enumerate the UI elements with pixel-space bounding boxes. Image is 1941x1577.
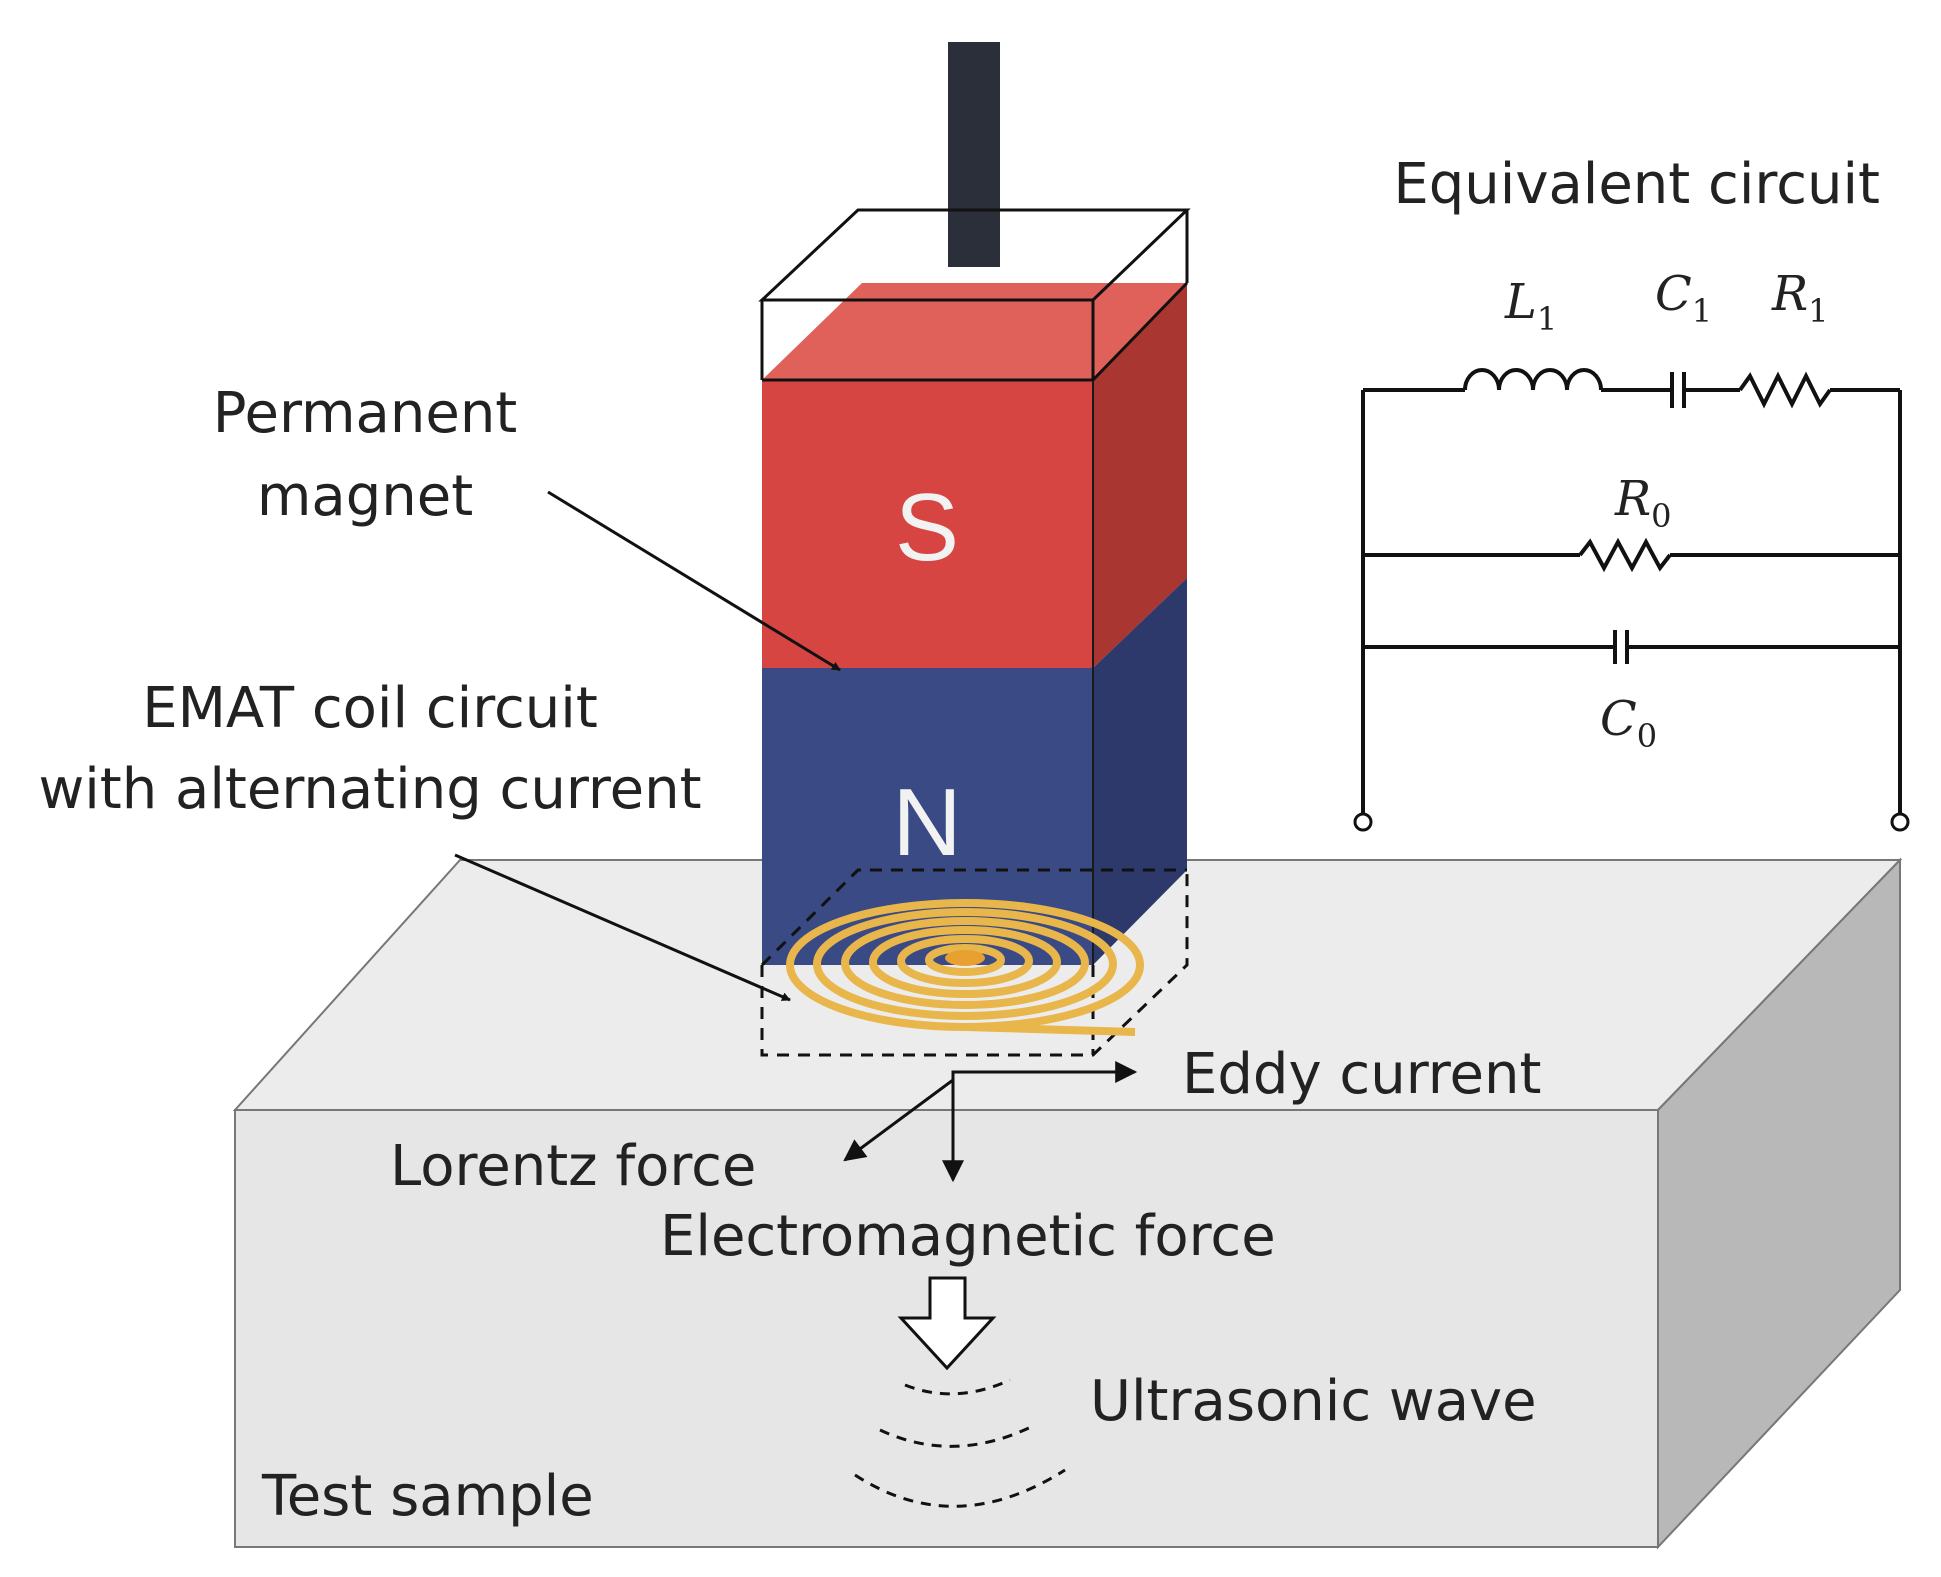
emat-coil-label-1: EMAT coil circuit [142,676,598,741]
magnet-south-front [762,380,1093,668]
lorentz-force-arrow [843,1078,954,1162]
lorentz-force-label: Lorentz force [390,1134,756,1199]
emat-coil-label-2: with alternating current [38,757,701,822]
label-L1: L1 [1504,274,1557,338]
hollow-down-arrow [897,1276,997,1371]
ultrasonic-wave-label: Ultrasonic wave [1090,1369,1537,1434]
magnet-south-top [762,283,1187,380]
inductor-L1 [1463,368,1603,391]
ultrasonic-wave-arcs [854,1378,1066,1508]
resistor-R0 [1578,537,1672,573]
magnet-north-side [1093,578,1187,965]
coil-turn [813,908,1117,1020]
permanent-magnet-pointer [547,490,841,672]
permanent-magnet: S N [758,208,1191,965]
emat-coil [786,899,1144,1036]
coil-turn [925,944,1005,976]
pole-s-label: S [895,474,959,581]
force-arrows [843,1061,1138,1183]
wave-arc [904,1378,1011,1396]
electromagnetic-force-label: Electromagnetic force [660,1204,1276,1269]
magnet-south-side [1093,283,1187,668]
equivalent-circuit-title: Equivalent circuit [1393,152,1880,217]
label-C1: C1 [1655,266,1712,330]
permanent-magnet-label-2: magnet [257,464,473,529]
wave-arc [854,1468,1066,1508]
permanent-magnet-label-1: Permanent [213,381,518,446]
eddy-current-arrow [951,1061,1138,1083]
label-C0: C0 [1600,691,1657,755]
coil-turn [897,935,1033,987]
emat-coil-pointer [454,853,791,1002]
label-R1: R1 [1771,266,1829,330]
label-R0: R0 [1614,471,1672,535]
pole-n-label: N [892,769,961,876]
equivalent-circuit [1361,368,1902,815]
terminal-left [1353,812,1373,832]
coil-turn [841,917,1089,1009]
coil-lead [964,1023,1136,1036]
coil-center [945,950,985,966]
magnet-rod [948,42,1000,267]
coil-turn [869,926,1061,998]
wave-arc [879,1423,1036,1448]
resistor-R1 [1738,371,1832,409]
eddy-current-label: Eddy current [1182,1042,1541,1107]
dashed-edge [760,868,1187,967]
test-sample-label: Test sample [261,1464,594,1529]
housing-edge [1091,281,1189,382]
terminal-right [1890,812,1910,832]
